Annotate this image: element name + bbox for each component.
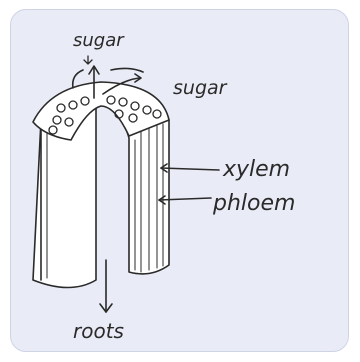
label-xylem: xylem	[222, 157, 290, 182]
roots-arrow	[100, 260, 112, 312]
label-phloem: phloem	[212, 191, 295, 216]
label-sugar-right: sugar	[173, 77, 228, 99]
diagram-card: sugar sugar xylem phloem roots	[10, 9, 349, 352]
stem-cross-section-diagram: sugar sugar xylem phloem roots	[11, 10, 349, 352]
label-sugar-top: sugar	[73, 30, 125, 51]
label-roots: roots	[73, 319, 124, 343]
